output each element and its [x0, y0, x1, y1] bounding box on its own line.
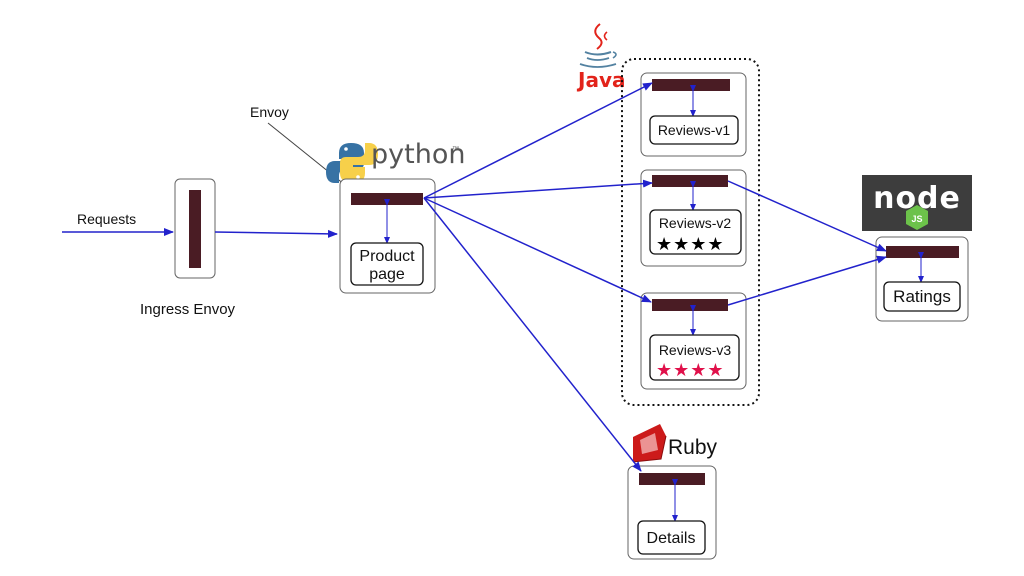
reviews-v1-sidecar	[652, 79, 730, 91]
reviews-v3-stars: ★★★★	[656, 360, 725, 381]
details-sidecar	[639, 473, 705, 485]
ruby-icon	[632, 424, 667, 463]
details-label: Details	[647, 530, 696, 547]
nodejs-hexagon-icon	[906, 205, 928, 230]
reviews-v2-label: Reviews-v2	[659, 215, 732, 231]
reviews-group-boundary	[621, 58, 760, 406]
productpage-to-reviews-v2-arrow	[423, 179, 653, 199]
java-icon	[579, 23, 617, 68]
productpage-label-line2: page	[369, 266, 405, 283]
productpage-to-details-arrow	[423, 197, 642, 472]
python-logo-text: python	[371, 139, 465, 170]
ratings-sidecar	[886, 246, 959, 258]
reviews-v1-service: Reviews-v1	[640, 72, 747, 157]
ratings-label: Ratings	[893, 287, 951, 306]
ruby-logo: Ruby	[632, 424, 718, 463]
reviews-v2-sidecar	[652, 175, 728, 187]
python-icon	[326, 143, 378, 183]
productpage-to-reviews-v3-arrow	[423, 197, 652, 303]
reviews-v3-to-ratings-arrow	[727, 255, 887, 306]
java-logo: Java	[576, 23, 625, 92]
envoy-label: Envoy	[250, 104, 289, 120]
ingress-envoy	[174, 178, 216, 279]
productpage-label-line1: Product	[359, 248, 415, 265]
nodejs-logo: node JS	[862, 175, 972, 231]
java-logo-text: Java	[576, 68, 625, 92]
productpage-service: Product page	[339, 178, 436, 294]
envoy-pointer-line	[267, 122, 356, 194]
reviews-v3-label: Reviews-v3	[659, 342, 732, 358]
ruby-logo-text: Ruby	[668, 436, 718, 459]
ingress-envoy-label: Ingress Envoy	[140, 301, 236, 318]
productpage-sidecar	[351, 193, 423, 205]
reviews-v3-sidecar	[652, 299, 728, 311]
reviews-v3-service: Reviews-v3 ★★★★	[640, 292, 747, 390]
requests-label: Requests	[77, 211, 136, 227]
nodejs-js-text: JS	[911, 214, 922, 224]
reviews-v1-label: Reviews-v1	[658, 122, 731, 138]
reviews-v2-to-ratings-arrow	[727, 180, 887, 252]
productpage-to-reviews-v1-arrow	[423, 82, 653, 199]
reviews-v2-service: Reviews-v2 ★★★★	[640, 169, 747, 267]
reviews-v2-stars: ★★★★	[656, 234, 725, 255]
python-logo: python ™	[326, 139, 465, 183]
ingress-to-productpage-arrow	[214, 229, 338, 238]
ratings-service: Ratings	[875, 236, 969, 322]
python-logo-tm: ™	[452, 146, 459, 153]
details-service: Details	[627, 465, 717, 560]
